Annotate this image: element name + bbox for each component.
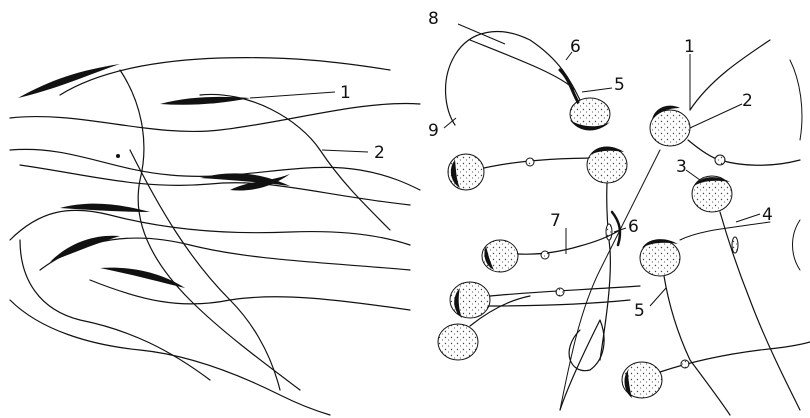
right-label-6-mid: 6 — [628, 217, 639, 237]
right-label-3: 3 — [676, 157, 687, 177]
sperm-cell — [650, 40, 800, 165]
sperm-cell — [692, 176, 800, 410]
right-label-4: 4 — [762, 205, 773, 225]
right-label-1: 1 — [684, 37, 695, 57]
right-label-7: 7 — [550, 211, 561, 231]
sperm-cell — [450, 282, 640, 318]
left-panel: 1 2 — [10, 58, 420, 415]
right-label-5-bottom: 5 — [634, 301, 645, 321]
right-label-5-top: 5 — [614, 75, 625, 95]
sperm-cell — [446, 32, 610, 130]
right-label-6-top: 6 — [570, 37, 581, 57]
right-label-2: 2 — [742, 91, 753, 111]
left-label-1: 1 — [340, 83, 351, 103]
left-label-2: 2 — [374, 143, 385, 163]
right-panel: 8 6 5 1 2 9 3 4 7 6 5 — [428, 9, 810, 415]
sperm-cell — [448, 154, 600, 190]
sperm-cell — [622, 342, 810, 398]
right-label-8: 8 — [428, 9, 439, 29]
sperm-cell — [482, 230, 620, 272]
right-label-9: 9 — [428, 121, 439, 141]
